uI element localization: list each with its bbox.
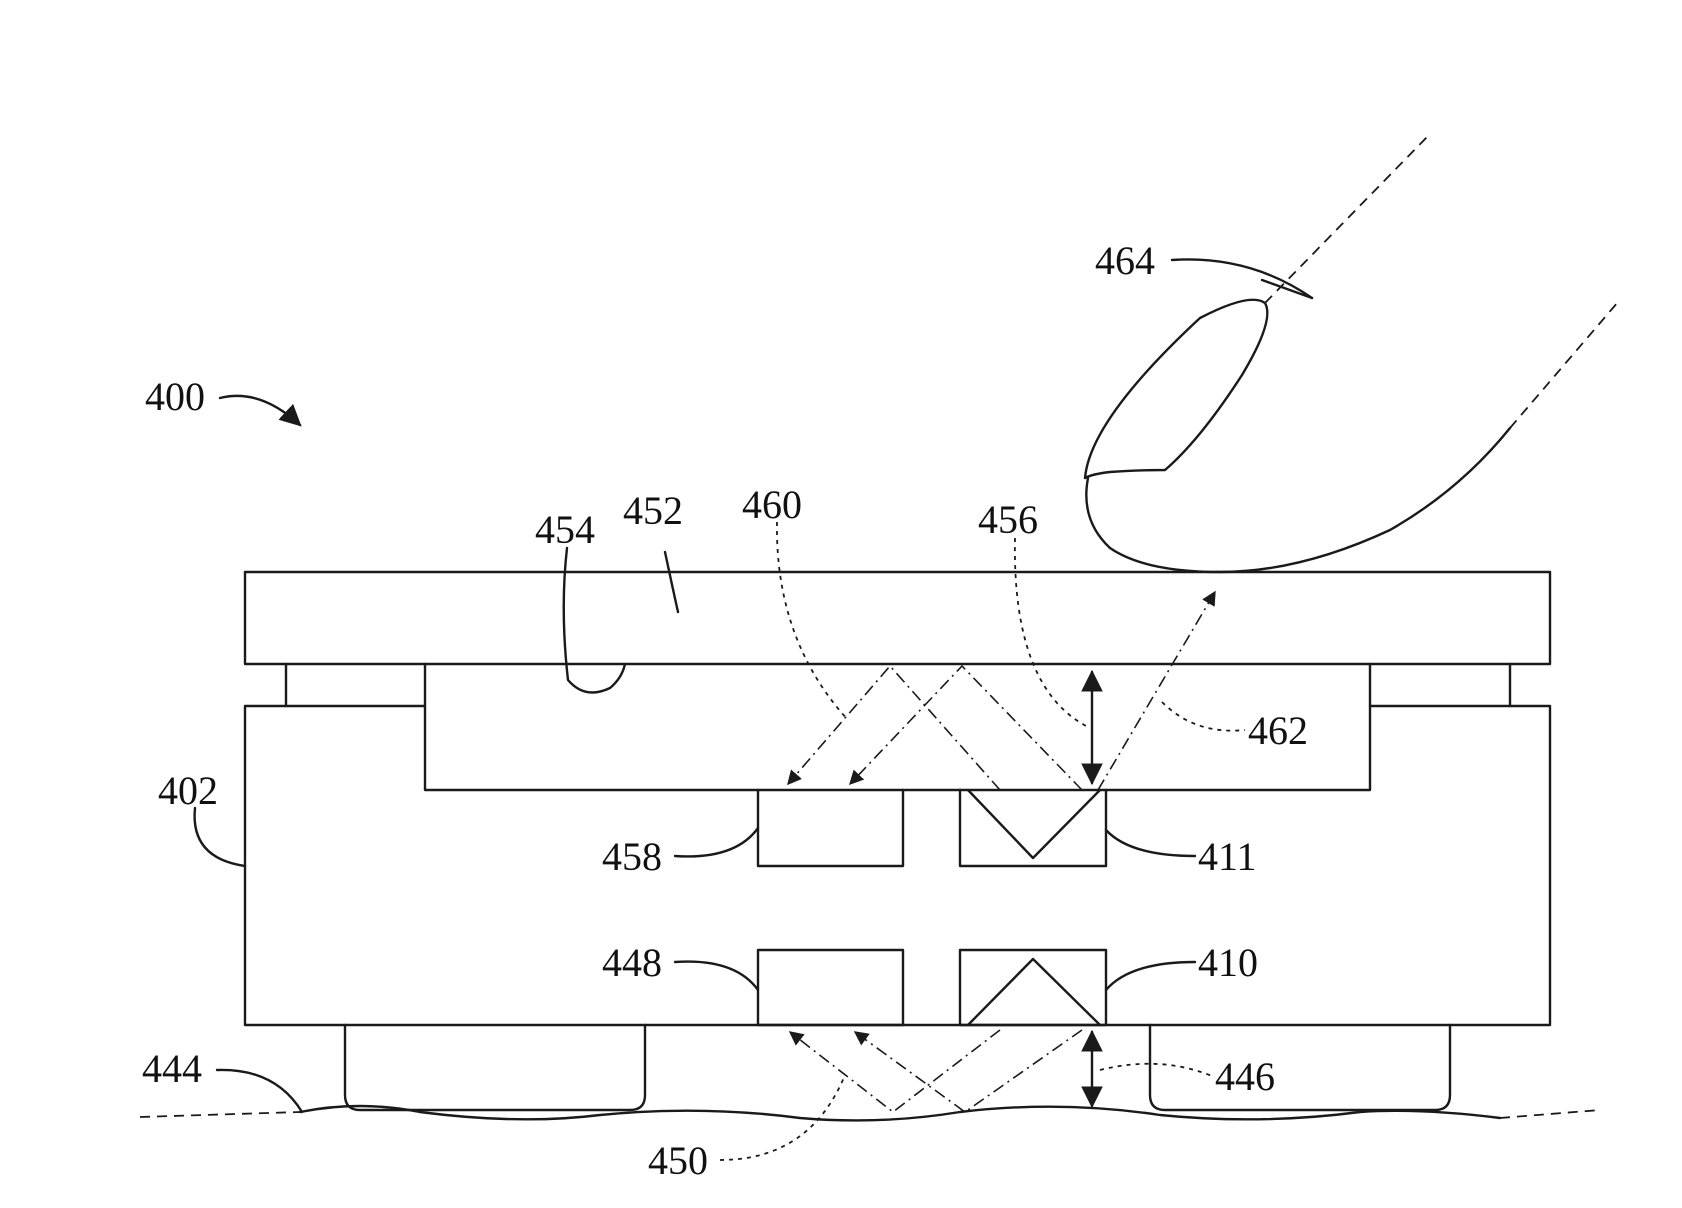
sensor-448 bbox=[756, 948, 905, 1027]
leader-402 bbox=[193, 806, 247, 868]
label-462: 462 bbox=[1248, 708, 1308, 753]
optical-path-462 bbox=[1097, 590, 1216, 791]
leader-410 bbox=[1104, 960, 1197, 992]
optical-path-460b bbox=[787, 664, 1001, 791]
leader-448 bbox=[673, 960, 760, 992]
leader-400 bbox=[218, 394, 302, 427]
leader-456 bbox=[1014, 537, 1091, 729]
label-448: 448 bbox=[602, 940, 662, 985]
optical-path-450b bbox=[788, 1029, 1001, 1114]
emitter-411-mark bbox=[966, 788, 1102, 860]
left-foot bbox=[343, 1023, 647, 1112]
optical-path-450a bbox=[853, 1029, 1083, 1113]
leader-411 bbox=[1104, 828, 1197, 858]
right-foot bbox=[1148, 1023, 1452, 1112]
finger-tip-464 bbox=[1083, 298, 1269, 480]
skin-surface-444 bbox=[298, 1104, 1502, 1122]
leader-462 bbox=[1161, 701, 1246, 732]
leader-464 bbox=[1170, 258, 1314, 300]
emitter-411 bbox=[958, 788, 1108, 868]
label-452: 452 bbox=[623, 488, 683, 533]
label-410: 410 bbox=[1198, 940, 1258, 985]
inner-layer bbox=[423, 662, 1372, 708]
label-456: 456 bbox=[978, 497, 1038, 542]
label-458: 458 bbox=[602, 834, 662, 879]
finger-464 bbox=[1085, 426, 1512, 574]
finger-dashed-upper bbox=[1264, 135, 1429, 304]
optical-path-460a bbox=[849, 664, 1083, 791]
leader-460 bbox=[776, 521, 849, 721]
label-454: 454 bbox=[535, 507, 595, 552]
leader-454 bbox=[562, 546, 627, 694]
skin-surface-dashed-left bbox=[139, 1111, 301, 1118]
label-464: 464 bbox=[1095, 238, 1155, 283]
label-402: 402 bbox=[158, 768, 218, 813]
emitter-410-mark bbox=[966, 957, 1102, 1027]
cover-layer-452 bbox=[243, 570, 1552, 666]
label-460: 460 bbox=[742, 482, 802, 527]
label-450: 450 bbox=[648, 1138, 708, 1183]
label-444: 444 bbox=[142, 1046, 202, 1091]
label-411: 411 bbox=[1198, 834, 1257, 879]
leader-450 bbox=[719, 1074, 846, 1161]
finger-dashed-lower bbox=[1509, 301, 1619, 429]
label-400: 400 bbox=[145, 374, 205, 419]
leader-452 bbox=[663, 550, 680, 614]
leader-458 bbox=[673, 826, 760, 858]
leader-444 bbox=[215, 1068, 304, 1114]
leader-446 bbox=[1099, 1062, 1213, 1077]
emitter-410 bbox=[958, 948, 1108, 1027]
sensor-458 bbox=[756, 788, 905, 868]
skin-surface-dashed-right bbox=[1499, 1109, 1601, 1119]
finger-leader-cross bbox=[1260, 278, 1314, 300]
label-446: 446 bbox=[1215, 1054, 1275, 1099]
